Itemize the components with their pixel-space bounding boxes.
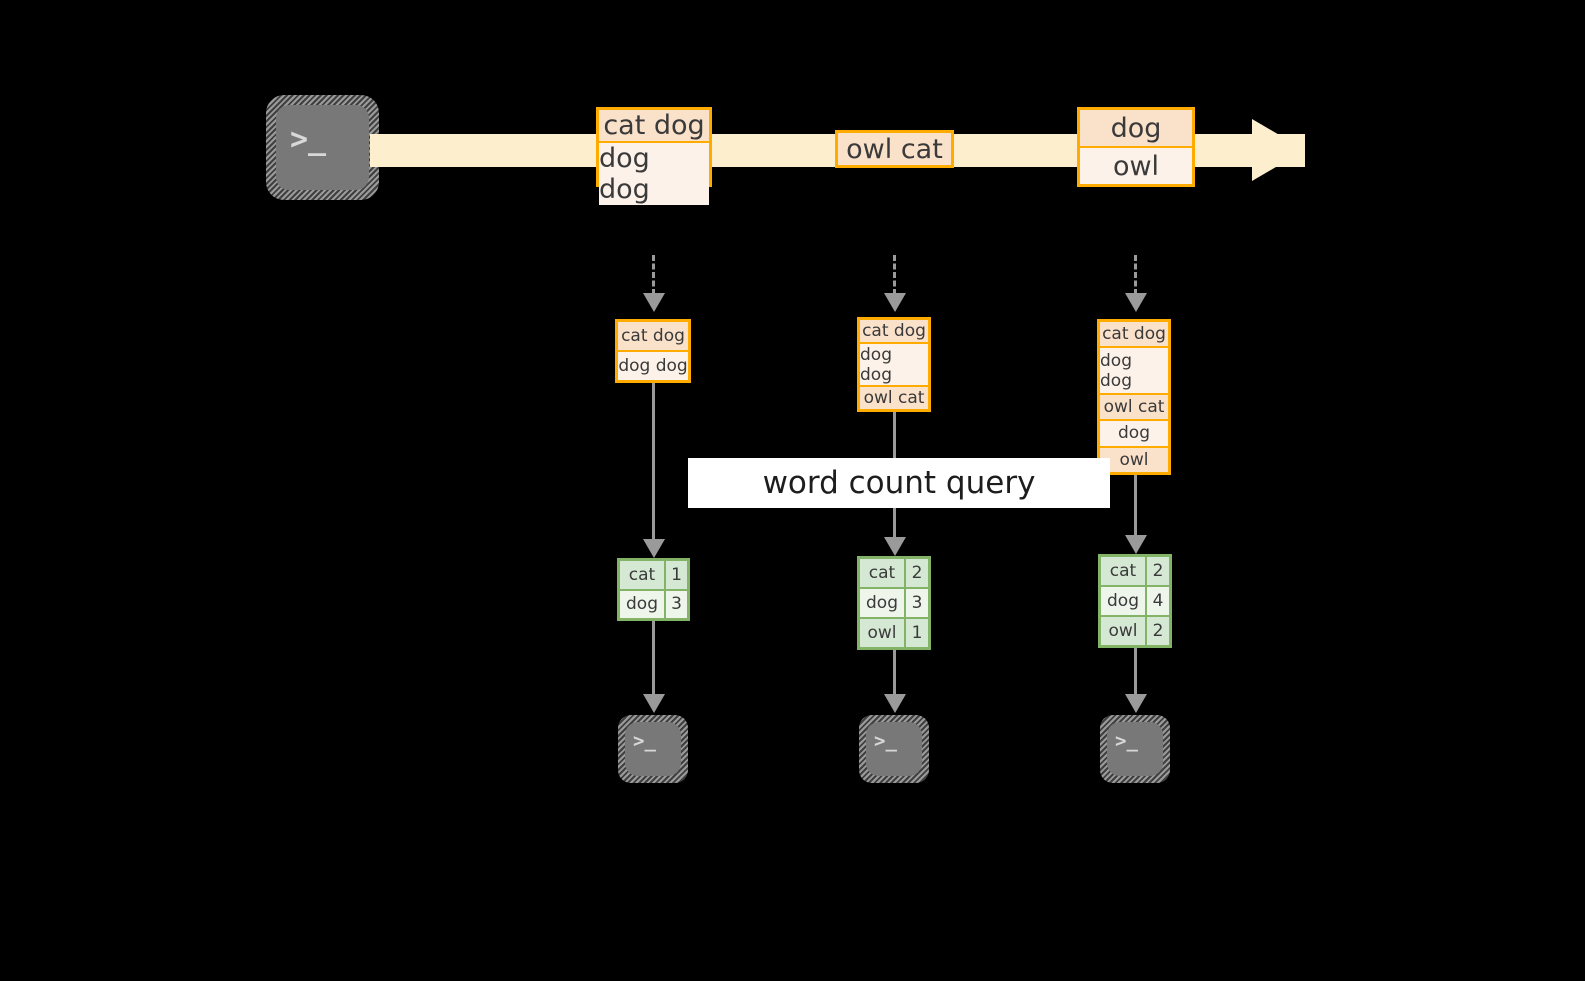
- t1-input-table: cat dog dog dog: [615, 319, 691, 383]
- t2-input-line-2: dog dog: [860, 341, 928, 386]
- stream-batch-1-line-2: dog dog: [599, 141, 709, 205]
- stream-batch-3-line-2: owl: [1080, 146, 1192, 184]
- table-row: dog 3: [620, 588, 687, 618]
- t2-result-count-2: 3: [904, 589, 928, 617]
- table-row: owl 2: [1101, 615, 1169, 645]
- t2-result-word-3: owl: [860, 619, 904, 647]
- t1-query-connector-head: [643, 539, 665, 558]
- t1-sink-connector-head: [643, 694, 665, 713]
- t3-input-line-5: owl: [1100, 445, 1168, 473]
- t2-result-count-3: 1: [904, 619, 928, 647]
- t3-result-word-1: cat: [1101, 557, 1145, 585]
- feed-dash-2: [893, 255, 896, 295]
- feed-dash-1: [652, 255, 655, 295]
- t1-result-count-1: 1: [664, 561, 687, 589]
- t1-sink-terminal-icon: >_: [618, 715, 688, 783]
- t2-result-table: cat 2 dog 3 owl 1: [857, 556, 931, 650]
- table-row: cat 2: [860, 559, 928, 587]
- t3-query-connector-head: [1125, 535, 1147, 554]
- t3-result-count-1: 2: [1145, 557, 1169, 585]
- terminal-body: >_: [625, 722, 681, 776]
- t1-result-word-1: cat: [620, 561, 664, 589]
- feed-dash-2-head: [884, 293, 906, 312]
- feed-dash-3-head: [1125, 293, 1147, 312]
- t3-result-table: cat 2 dog 4 owl 2: [1098, 554, 1172, 648]
- terminal-body: >_: [866, 722, 922, 776]
- t3-sink-connector: [1134, 648, 1137, 700]
- terminal-prompt-glyph: >_: [1115, 730, 1138, 752]
- t2-sink-terminal-icon: >_: [859, 715, 929, 783]
- t3-result-word-3: owl: [1101, 617, 1145, 645]
- t2-sink-connector: [893, 650, 896, 700]
- feed-dash-1-head: [643, 293, 665, 312]
- t2-input-line-3: owl cat: [860, 385, 928, 410]
- stream-batch-1-line-1: cat dog: [599, 110, 709, 141]
- t3-input-line-3: owl cat: [1100, 392, 1168, 420]
- t2-result-count-1: 2: [904, 559, 928, 587]
- word-count-query-label: word count query: [688, 458, 1110, 508]
- terminal-body: >_: [1107, 722, 1163, 776]
- t3-query-connector: [1134, 475, 1137, 545]
- word-count-query-label-text: word count query: [762, 465, 1036, 501]
- t3-sink-connector-head: [1125, 694, 1147, 713]
- t3-result-count-3: 2: [1145, 617, 1169, 645]
- t1-input-line-2: dog dog: [618, 350, 688, 380]
- stream-batch-2-line-1: owl cat: [838, 133, 951, 165]
- terminal-prompt-glyph: >_: [874, 730, 897, 752]
- t1-input-line-1: cat dog: [618, 322, 688, 350]
- table-row: owl 1: [860, 617, 928, 647]
- table-row: cat 1: [620, 561, 687, 589]
- t2-input-line-1: cat dog: [860, 320, 928, 342]
- t2-result-word-2: dog: [860, 589, 904, 617]
- t3-input-table: cat dog dog dog owl cat dog owl: [1097, 319, 1171, 475]
- source-terminal-icon: >_: [266, 95, 379, 200]
- stream-batch-3-line-1: dog: [1080, 110, 1192, 146]
- t2-input-table: cat dog dog dog owl cat: [857, 317, 931, 412]
- t3-input-line-4: dog: [1100, 419, 1168, 446]
- t3-result-word-2: dog: [1101, 587, 1145, 615]
- terminal-prompt-glyph: >_: [290, 122, 327, 157]
- t3-input-line-1: cat dog: [1100, 322, 1168, 347]
- t1-result-count-2: 3: [664, 590, 687, 618]
- t2-query-connector-head: [884, 537, 906, 556]
- t3-input-line-2: dog dog: [1100, 346, 1168, 393]
- t1-result-table: cat 1 dog 3: [617, 558, 690, 621]
- stream-arrow-head: [1252, 119, 1305, 181]
- terminal-prompt-glyph: >_: [633, 730, 656, 752]
- table-row: dog 3: [860, 587, 928, 617]
- stream-batch-3: dog owl: [1077, 107, 1195, 187]
- terminal-body: >_: [276, 105, 369, 190]
- t1-sink-connector: [652, 621, 655, 699]
- t2-sink-connector-head: [884, 694, 906, 713]
- t1-query-connector: [652, 383, 655, 548]
- table-row: dog 4: [1101, 585, 1169, 615]
- feed-dash-3: [1134, 255, 1137, 295]
- table-row: cat 2: [1101, 557, 1169, 585]
- t3-result-count-2: 4: [1145, 587, 1169, 615]
- t1-result-word-2: dog: [620, 590, 664, 618]
- t3-sink-terminal-icon: >_: [1100, 715, 1170, 783]
- stream-batch-1: cat dog dog dog: [596, 107, 712, 205]
- stream-batch-2: owl cat: [835, 130, 954, 168]
- t2-result-word-1: cat: [860, 559, 904, 587]
